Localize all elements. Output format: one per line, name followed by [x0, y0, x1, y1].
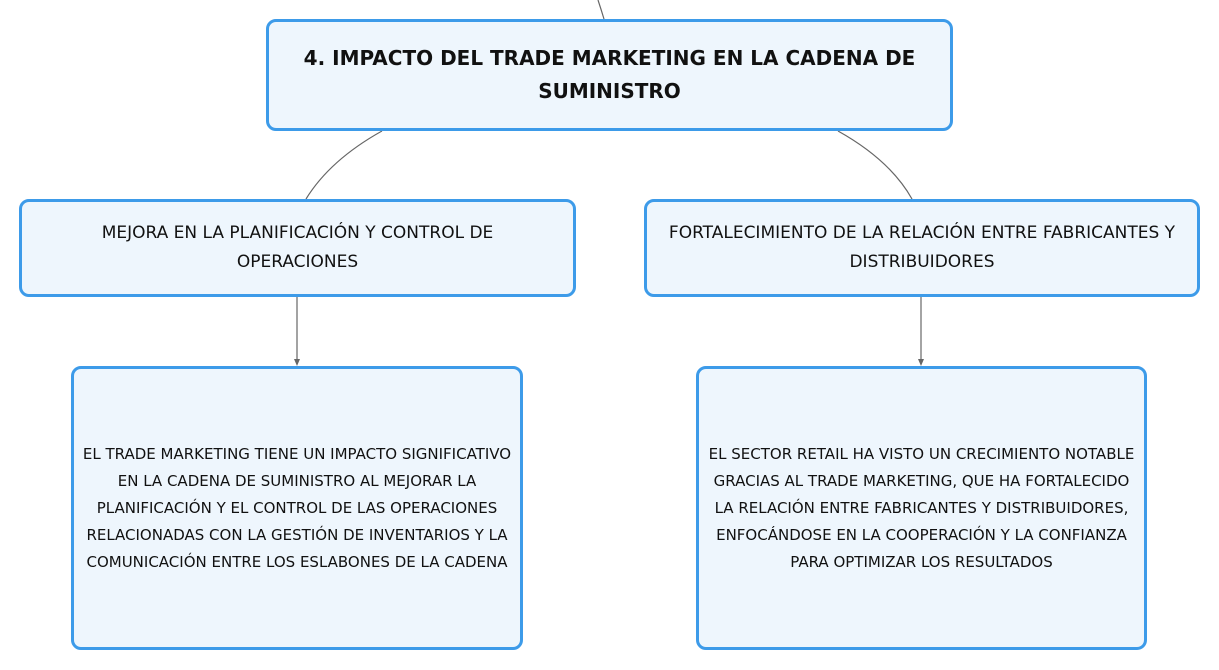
incoming-connector: [597, 0, 605, 20]
connector-root-to-right-branch: [837, 130, 913, 200]
detail-text-planificacion: EL TRADE MARKETING TIENE UN IMPACTO SIGN…: [82, 444, 512, 571]
branch-node-planificacion[interactable]: MEJORA EN LA PLANIFICACIÓN Y CONTROL DE …: [19, 199, 576, 297]
arrowhead-left-detail: [294, 359, 300, 366]
detail-text-relacion: EL SECTOR RETAIL HA VISTO UN CRECIMIENTO…: [708, 444, 1135, 571]
branch-node-relacion[interactable]: FORTALECIMIENTO DE LA RELACIÓN ENTRE FAB…: [644, 199, 1200, 297]
root-topic-label: 4. IMPACTO DEL TRADE MARKETING EN LA CAD…: [303, 46, 916, 103]
detail-node-relacion[interactable]: EL SECTOR RETAIL HA VISTO UN CRECIMIENTO…: [696, 366, 1147, 650]
connector-root-to-left-branch: [305, 130, 383, 200]
branch-label-relacion: FORTALECIMIENTO DE LA RELACIÓN ENTRE FAB…: [668, 223, 1176, 272]
branch-label-planificacion: MEJORA EN LA PLANIFICACIÓN Y CONTROL DE …: [101, 223, 494, 272]
root-topic-node[interactable]: 4. IMPACTO DEL TRADE MARKETING EN LA CAD…: [266, 19, 953, 131]
detail-node-planificacion[interactable]: EL TRADE MARKETING TIENE UN IMPACTO SIGN…: [71, 366, 523, 650]
arrowhead-right-detail: [918, 359, 924, 366]
